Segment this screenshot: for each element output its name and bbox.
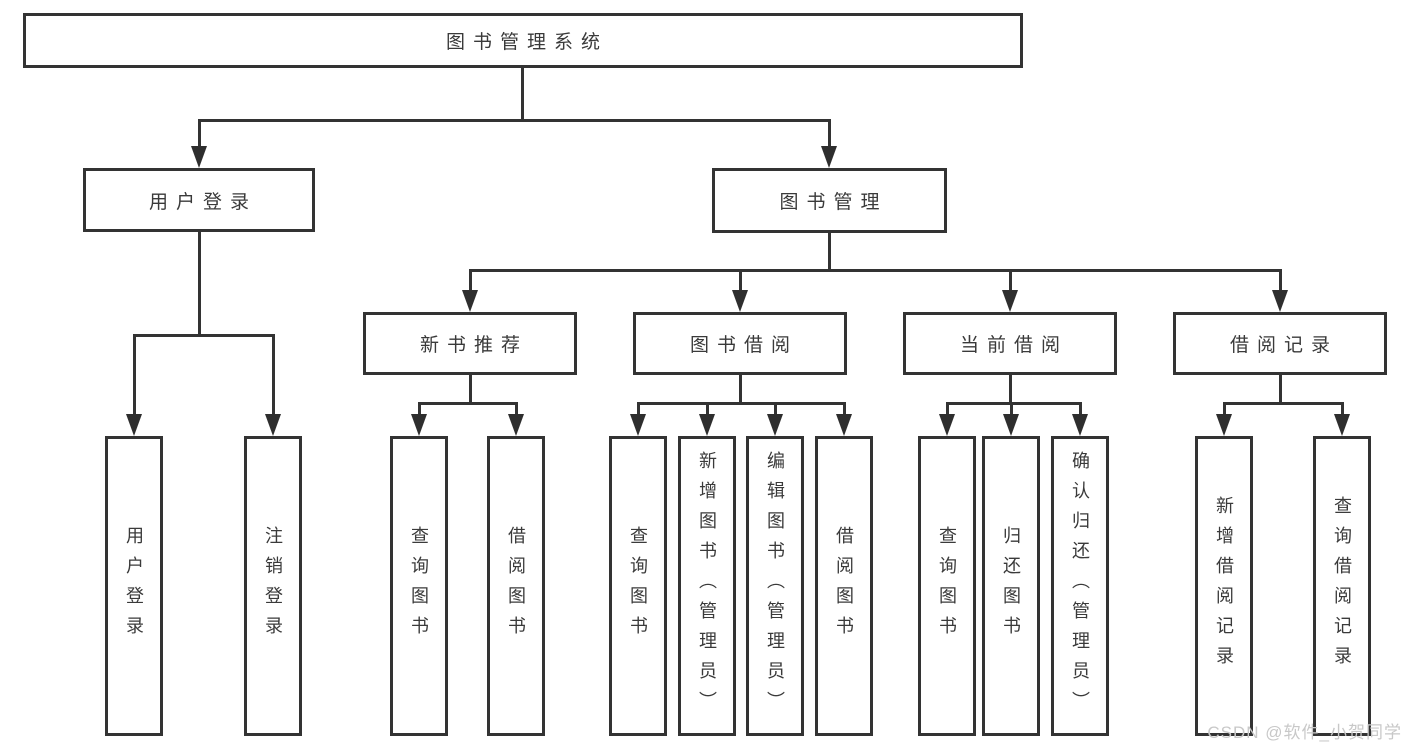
- leaf-query-books-current: 查询图书: [918, 436, 976, 736]
- leaf-add-borrow-record: 新增借阅记录: [1195, 436, 1253, 736]
- leaf-add-book-admin: 新增图书（管理员）: [678, 436, 736, 736]
- connector-line: [418, 402, 518, 405]
- connector-line: [133, 334, 136, 416]
- node-borrowing-records: 借阅记录: [1173, 312, 1387, 375]
- connector-line: [739, 269, 742, 292]
- connector-line: [1010, 402, 1013, 416]
- arrowhead-icon: [265, 414, 281, 436]
- leaf-confirm-return-admin: 确认归还（管理员）: [1051, 436, 1109, 736]
- connector-line: [1223, 402, 1344, 405]
- connector-line: [1079, 402, 1082, 416]
- arrowhead-icon: [732, 290, 748, 312]
- connector-line: [828, 119, 831, 148]
- connector-line: [133, 334, 274, 337]
- connector-line: [418, 402, 421, 416]
- node-current-borrowing: 当前借阅: [903, 312, 1117, 375]
- leaf-borrow-books-recommend: 借阅图书: [487, 436, 545, 736]
- leaf-query-borrow-record: 查询借阅记录: [1313, 436, 1371, 736]
- leaf-return-book: 归还图书: [982, 436, 1040, 736]
- arrowhead-icon: [462, 290, 478, 312]
- leaf-logout: 注销登录: [244, 436, 302, 736]
- connector-line: [774, 402, 777, 416]
- connector-line: [521, 68, 524, 120]
- leaf-user-login: 用户登录: [105, 436, 163, 736]
- csdn-watermark: CSDN @软件_小贺同学: [1207, 723, 1402, 742]
- connector-line: [1341, 402, 1344, 416]
- arrowhead-icon: [1072, 414, 1088, 436]
- arrowhead-icon: [1003, 414, 1019, 436]
- connector-line: [706, 402, 709, 416]
- leaf-borrow-books-borrowing: 借阅图书: [815, 436, 873, 736]
- connector-line: [946, 402, 1082, 405]
- connector-line: [198, 119, 201, 148]
- arrowhead-icon: [1334, 414, 1350, 436]
- node-book-management: 图书管理: [712, 168, 947, 233]
- leaf-query-books-recommend: 查询图书: [390, 436, 448, 736]
- connector-line: [469, 269, 472, 292]
- arrowhead-icon: [508, 414, 524, 436]
- connector-line: [828, 233, 831, 272]
- arrowhead-icon: [126, 414, 142, 436]
- arrowhead-icon: [1272, 290, 1288, 312]
- connector-line: [469, 375, 472, 405]
- arrowhead-icon: [1216, 414, 1232, 436]
- connector-line: [739, 375, 742, 405]
- node-user-login: 用户登录: [83, 168, 315, 232]
- arrowhead-icon: [939, 414, 955, 436]
- connector-line: [469, 269, 1282, 272]
- connector-line: [1009, 375, 1012, 405]
- connector-line: [1223, 402, 1226, 416]
- node-book-borrowing: 图书借阅: [633, 312, 847, 375]
- connector-line: [1009, 269, 1012, 292]
- node-new-book-recommend: 新书推荐: [363, 312, 577, 375]
- connector-line: [198, 119, 831, 122]
- connector-line: [1279, 375, 1282, 405]
- arrowhead-icon: [411, 414, 427, 436]
- arrowhead-icon: [699, 414, 715, 436]
- leaf-edit-book-admin: 编辑图书（管理员）: [746, 436, 804, 736]
- connector-line: [843, 402, 846, 416]
- node-root: 图书管理系统: [23, 13, 1023, 68]
- connector-line: [637, 402, 846, 405]
- arrowhead-icon: [191, 146, 207, 168]
- connector-line: [515, 402, 518, 416]
- connector-line: [272, 334, 275, 416]
- connector-line: [198, 232, 201, 337]
- arrowhead-icon: [821, 146, 837, 168]
- connector-line: [1279, 269, 1282, 292]
- arrowhead-icon: [767, 414, 783, 436]
- leaf-query-books-borrowing: 查询图书: [609, 436, 667, 736]
- arrowhead-icon: [630, 414, 646, 436]
- arrowhead-icon: [836, 414, 852, 436]
- connector-line: [946, 402, 949, 416]
- connector-line: [637, 402, 640, 416]
- arrowhead-icon: [1002, 290, 1018, 312]
